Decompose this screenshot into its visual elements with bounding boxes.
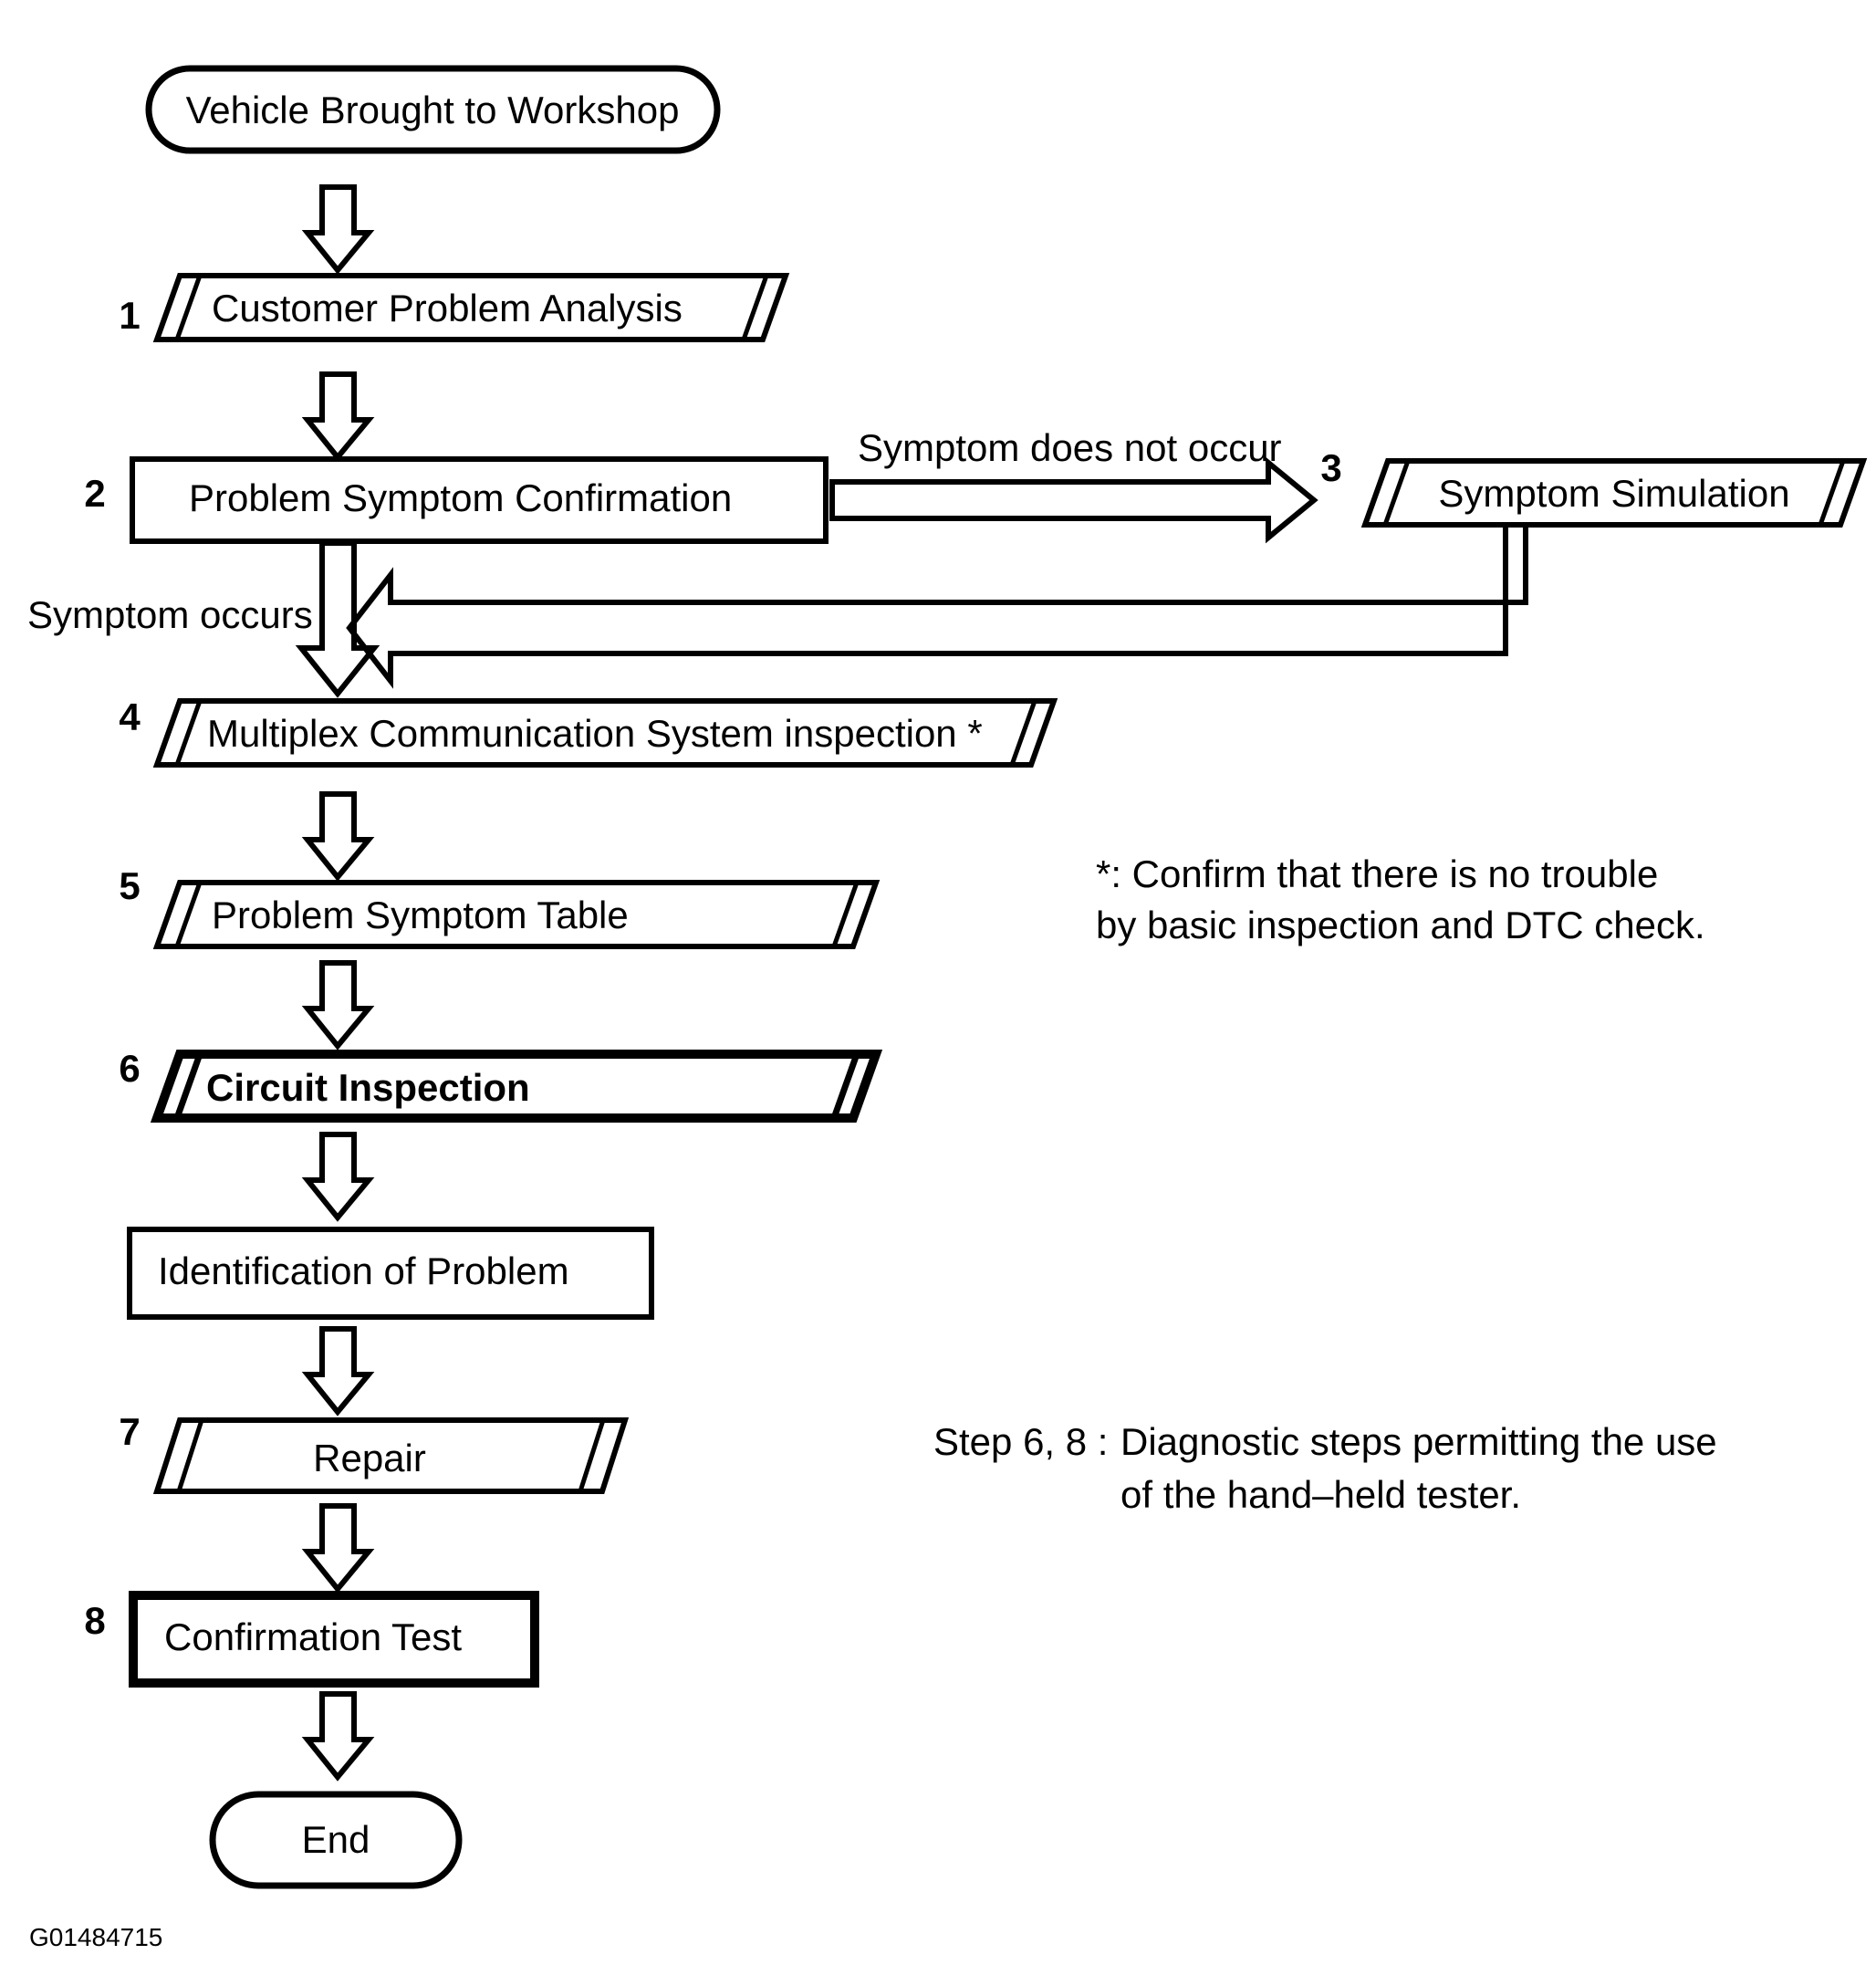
node-step-1: 1 Customer Problem Analysis <box>119 273 790 342</box>
step-8-shape <box>129 1591 539 1688</box>
step-7-right-accent <box>578 1419 606 1492</box>
step-4-shape <box>152 698 1058 768</box>
step-5-left-accent <box>174 882 203 947</box>
node-step-6: 6 Circuit Inspection <box>119 1047 883 1123</box>
feedback-arrow-icon <box>346 525 1528 689</box>
step-1-left-accent <box>174 275 203 340</box>
figure-id-label: G01484715 <box>29 1923 162 1951</box>
node-step-7: 7 Repair <box>119 1410 630 1494</box>
down-arrow-icon <box>301 1132 375 1222</box>
step-7-shape <box>152 1417 630 1494</box>
down-arrow-icon <box>301 1503 375 1594</box>
edge-label-symptom-occurs: Symptom occurs <box>27 593 313 636</box>
step-4-label: Multiplex Communication System inspectio… <box>207 712 983 755</box>
arrow-step1-to-step2 <box>301 371 375 462</box>
step-1-shape <box>152 273 790 342</box>
arrow-step8-to-end <box>301 1691 375 1782</box>
arrow-step2-to-step3: Symptom does not occur <box>829 426 1318 544</box>
note-step-6-8: Step 6, 8 : Diagnostic steps permitting … <box>933 1420 1717 1516</box>
step-8-label: Confirmation Test <box>164 1615 462 1658</box>
note-asterisk-line1: *: Confirm that there is no trouble <box>1096 852 1658 895</box>
step-5-shape <box>152 880 881 949</box>
arrow-start-to-step1 <box>301 184 375 275</box>
down-arrow-icon <box>301 1326 375 1416</box>
step-number-1: 1 <box>119 294 140 337</box>
step-number-3: 3 <box>1320 446 1341 489</box>
note-step-line1: Diagnostic steps permitting the use <box>1120 1420 1717 1463</box>
down-arrow-icon <box>301 1691 375 1782</box>
step-2-shape <box>130 456 829 544</box>
node-step-3: 3 Symptom Simulation <box>1320 446 1868 528</box>
edge-label-symptom-not-occur: Symptom does not occur <box>858 426 1282 469</box>
step-3-left-accent <box>1382 460 1411 526</box>
feedback-loop-step3-to-main <box>346 525 1528 689</box>
node-step-2: 2 Problem Symptom Confirmation <box>84 456 829 544</box>
step-5-right-accent <box>831 882 860 947</box>
identification-shape <box>127 1227 654 1320</box>
step-7-left-accent <box>176 1419 204 1492</box>
step-3-right-accent <box>1818 460 1846 526</box>
arrow-step2-to-step4: Symptom occurs <box>27 540 380 698</box>
identification-label: Identification of Problem <box>158 1249 569 1292</box>
note-asterisk-line2: by basic inspection and DTC check. <box>1096 904 1705 946</box>
right-arrow-icon <box>829 456 1318 544</box>
step-5-label: Problem Symptom Table <box>212 894 629 936</box>
down-arrow-icon <box>301 184 375 275</box>
arrow-step6-to-identification <box>301 1132 375 1222</box>
end-node-label: End <box>302 1818 370 1861</box>
step-3-label: Symptom Simulation <box>1438 472 1789 515</box>
step-4-left-accent <box>174 700 203 766</box>
arrow-step4-to-step5 <box>301 791 375 882</box>
step-number-7: 7 <box>119 1410 140 1453</box>
arrow-step7-to-step8 <box>301 1503 375 1594</box>
step-6-left-accent <box>173 1052 203 1120</box>
end-node-shape <box>209 1791 463 1889</box>
node-start: Vehicle Brought to Workshop <box>145 65 721 154</box>
step-7-label: Repair <box>313 1437 426 1479</box>
step-2-label: Problem Symptom Confirmation <box>189 476 732 519</box>
step-4-right-accent <box>1009 700 1037 766</box>
arrow-identification-to-step7 <box>301 1326 375 1416</box>
step-number-6: 6 <box>119 1047 140 1090</box>
node-step-4: 4 Multiplex Communication System inspect… <box>119 695 1058 768</box>
down-arrow-icon <box>295 540 380 698</box>
down-arrow-icon <box>301 371 375 462</box>
step-6-right-accent <box>830 1052 860 1120</box>
step-3-shape <box>1360 458 1868 528</box>
node-end: End <box>209 1791 463 1889</box>
start-node-label: Vehicle Brought to Workshop <box>186 89 680 131</box>
step-number-2: 2 <box>84 472 105 515</box>
down-arrow-icon <box>301 960 375 1050</box>
node-identification-of-problem: Identification of Problem <box>127 1227 654 1320</box>
step-number-8: 8 <box>84 1599 105 1642</box>
start-node-shape <box>145 65 721 154</box>
node-step-8: 8 Confirmation Test <box>84 1591 539 1688</box>
step-1-right-accent <box>741 275 769 340</box>
note-step-label: Step 6, 8 : <box>933 1420 1108 1463</box>
step-number-4: 4 <box>119 695 141 738</box>
down-arrow-icon <box>301 791 375 882</box>
arrow-step5-to-step6 <box>301 960 375 1050</box>
note-step-line2: of the hand–held tester. <box>1120 1473 1521 1516</box>
step-6-shape <box>150 1050 883 1123</box>
step-number-5: 5 <box>119 864 140 907</box>
note-asterisk: *: Confirm that there is no trouble by b… <box>1096 852 1705 946</box>
step-6-label: Circuit Inspection <box>206 1066 530 1109</box>
node-step-5: 5 Problem Symptom Table <box>119 864 881 949</box>
step-1-label: Customer Problem Analysis <box>212 287 683 329</box>
